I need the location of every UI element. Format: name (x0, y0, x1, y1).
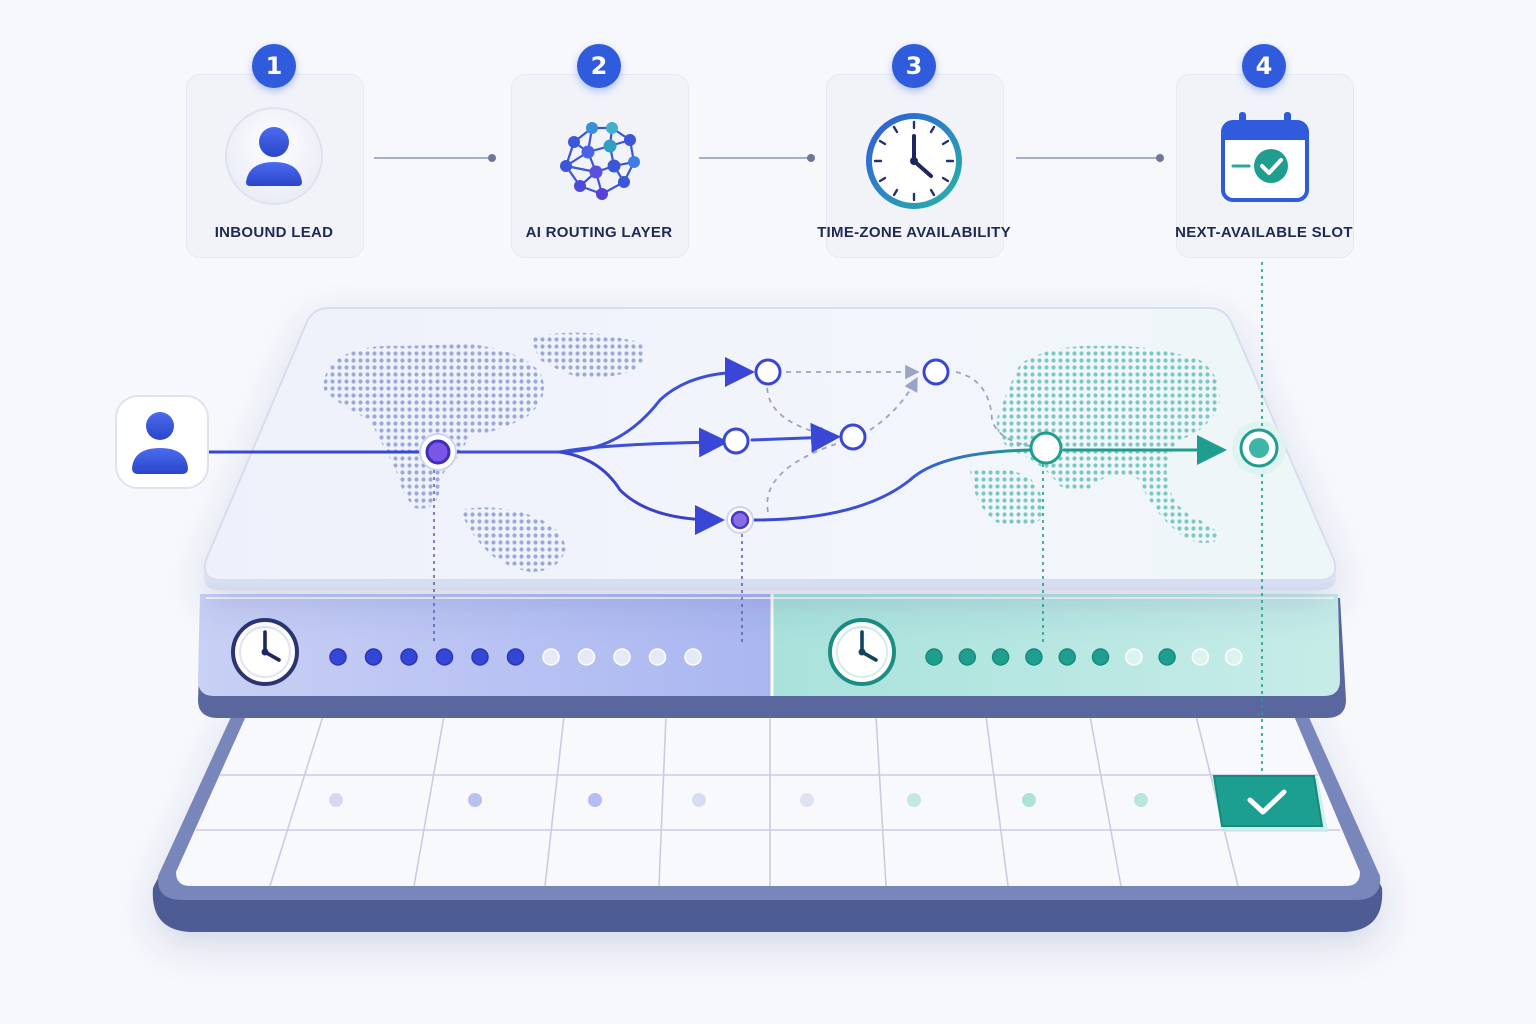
step-number-badge: 1 (252, 44, 296, 88)
step-label: AI ROUTING LAYER (525, 224, 673, 241)
step-number-badge: 3 (892, 44, 936, 88)
available-slot-dot (958, 648, 977, 666)
available-slot-dot (1058, 648, 1076, 666)
right-zone-clock-icon (828, 618, 896, 686)
user-avatar-icon (219, 106, 329, 216)
available-slot-dot (925, 648, 943, 666)
step-next-available-slot: 4 NEXT-AVAILABLE SLOT (1175, 38, 1354, 258)
unavailable-slot-dot (613, 648, 631, 666)
step-number-badge: 2 (577, 44, 621, 88)
step-connector (374, 154, 496, 162)
available-slot-dot (1158, 648, 1176, 666)
unavailable-slot-dot (542, 648, 560, 666)
step-label: NEXT-AVAILABLE SLOT (1175, 224, 1353, 241)
available-slot-dot (400, 648, 418, 666)
availability-band (198, 594, 1346, 718)
available-slot-dot (329, 648, 347, 666)
step-ai-routing-layer: 2 (511, 38, 689, 258)
step-connector (1016, 154, 1164, 162)
selected-slot-check-icon (1212, 775, 1328, 832)
left-zone-slots (329, 648, 702, 666)
available-slot-dot (991, 648, 1010, 666)
unavailable-slot-dot (1224, 648, 1243, 666)
unavailable-slot-dot (684, 648, 702, 666)
neural-network-icon (544, 106, 654, 216)
inbound-lead-avatar-icon (115, 395, 209, 489)
available-slot-dot (364, 648, 383, 666)
available-slot-dot (435, 648, 454, 666)
unavailable-slot-dot (577, 648, 596, 666)
step-number-badge: 4 (1242, 44, 1286, 88)
available-slot-dot (1091, 648, 1110, 666)
step-connector (699, 154, 815, 162)
left-zone-clock-icon (231, 618, 299, 686)
unavailable-slot-dot (648, 648, 667, 666)
world-map (323, 332, 1221, 572)
available-slot-dot (506, 648, 525, 666)
step-card (511, 74, 689, 258)
step-label: INBOUND LEAD (214, 224, 334, 241)
right-zone-slots (925, 648, 1243, 666)
available-slot-dot (1025, 648, 1043, 666)
available-slot-dot (471, 648, 489, 666)
step-label: TIME-ZONE AVAILABILITY (817, 224, 1011, 241)
calendar-base (152, 706, 1383, 932)
calendar-check-icon (1209, 106, 1319, 216)
clock-icon (859, 106, 969, 216)
unavailable-slot-dot (1125, 648, 1143, 666)
step-time-zone-availability: 3 (817, 38, 1011, 258)
step-inbound-lead: 1 INBOUND LEAD (186, 38, 364, 258)
unavailable-slot-dot (1191, 648, 1210, 666)
